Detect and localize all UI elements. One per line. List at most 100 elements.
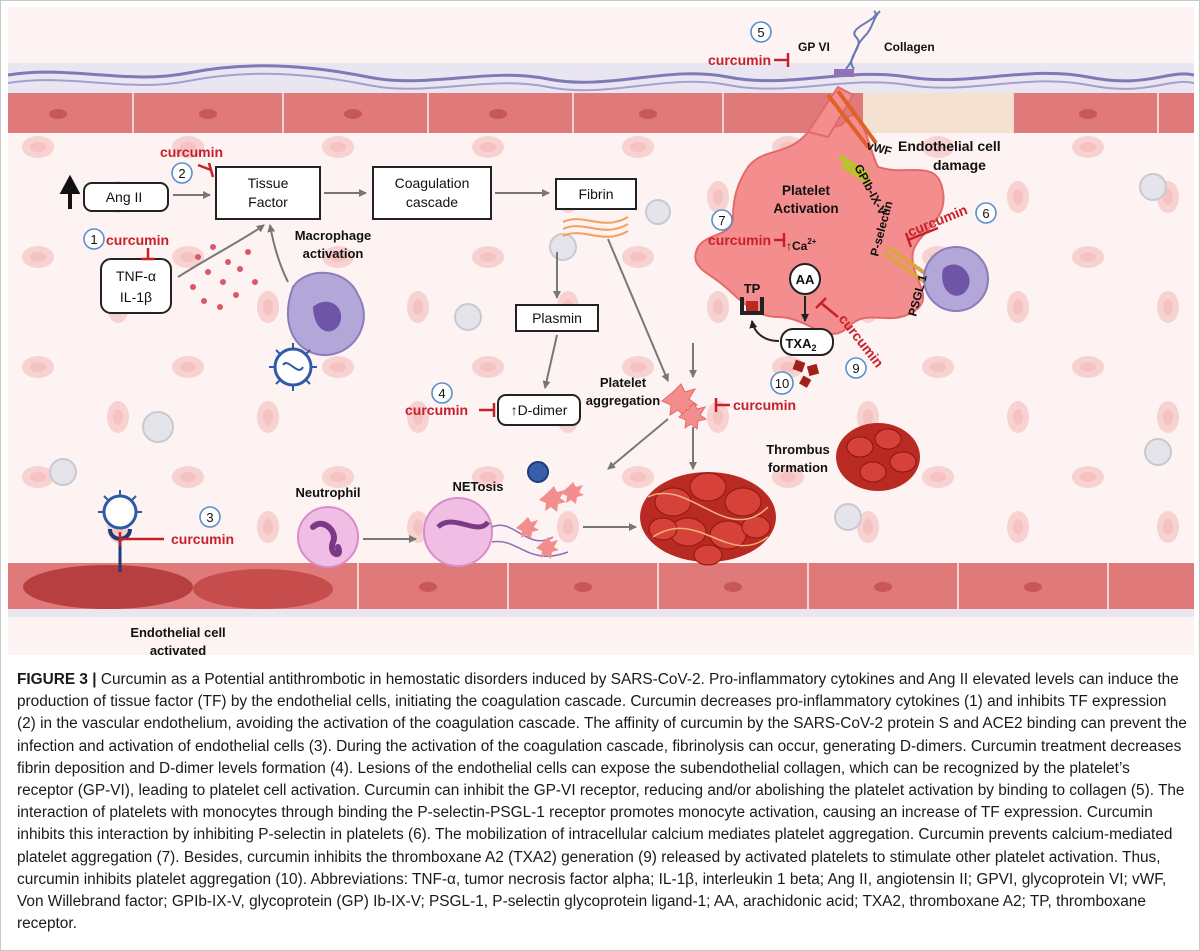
up-arrow-icon: [59, 174, 81, 209]
il1b-label: IL-1β: [120, 289, 152, 305]
platelet-aggregation-label-1: Platelet: [600, 375, 647, 390]
step-7: 7: [711, 209, 733, 231]
tissue-factor-label-1: Tissue: [248, 175, 289, 191]
ang-ii-box: Ang II: [59, 174, 169, 212]
sars-cov-2-virus-icon: [98, 490, 142, 530]
subendothelial-layer-bottom: [8, 609, 1194, 617]
platelet-activation-label-2: Activation: [773, 201, 838, 216]
plasmin-box: Plasmin: [515, 304, 599, 332]
txa2-molecules: [792, 359, 820, 388]
aa-node: AA: [789, 263, 821, 295]
vwf-receptor: [826, 89, 878, 149]
thrombus-label-1: Thrombus: [766, 442, 830, 457]
net-platelets: [516, 482, 584, 559]
endo-activated-label-2: activated: [150, 643, 206, 655]
endo-damage-label-1: Endothelial cell: [898, 138, 1001, 154]
endo-damage-label-2: damage: [933, 157, 986, 173]
d-dimer-box: ↑D-dimer: [497, 394, 581, 426]
cytokine-box: TNF-α IL-1β: [100, 258, 172, 314]
step-3-number: 3: [206, 510, 213, 525]
thrombus-label-2: formation: [768, 460, 828, 475]
fibrin-label: Fibrin: [578, 186, 613, 202]
step-1-number: 1: [90, 232, 97, 247]
tissue-factor-label-2: Factor: [248, 194, 288, 210]
virus-icon: [269, 343, 317, 391]
svg-text:TXA2: TXA2: [785, 336, 816, 353]
fibrin-strands: [562, 216, 629, 238]
macrophage-label-1: Macrophage: [295, 228, 372, 243]
tnf-label: TNF-α: [116, 268, 156, 284]
step-5-number: 5: [757, 25, 764, 40]
calcium-superscript: 2+: [807, 237, 816, 246]
coagulation-label-2: cascade: [406, 194, 458, 210]
curcumin-label-10: curcumin: [733, 397, 796, 413]
endo-activated-label-1: Endothelial cell: [130, 625, 225, 640]
macrophage-label-2: activation: [303, 246, 364, 261]
step-10-number: 10: [775, 376, 789, 391]
gpib-ix-v-receptor: [838, 154, 872, 186]
platelet-activation-label-1: Platelet: [782, 183, 831, 198]
gp-vi-receptor: [834, 69, 854, 77]
step-10: 10: [770, 371, 794, 395]
curcumin-label-2: curcumin: [160, 144, 223, 160]
gp-vi-label: GP VI: [798, 40, 830, 54]
thrombus-small: [836, 423, 920, 491]
plasmin-label: Plasmin: [532, 310, 582, 326]
step-9-number: 9: [852, 361, 859, 376]
tp-receptor: [740, 297, 764, 315]
step-1: 1: [83, 228, 105, 250]
coagulation-cascade-box: Coagulation cascade: [372, 166, 492, 220]
txa2-subscript: 2: [811, 343, 816, 353]
endothelium-bottom: [8, 563, 1194, 609]
tp-label: TP: [744, 281, 761, 296]
neutrophil-label: Neutrophil: [296, 485, 361, 500]
step-numbers: 1 2 3 4 5 6 7 9 10: [83, 21, 997, 528]
step-3: 3: [199, 506, 221, 528]
d-dimer-label: ↑D-dimer: [511, 402, 568, 418]
aa-label: AA: [796, 272, 815, 287]
step-4-number: 4: [438, 386, 445, 401]
txa2-node: TXA2: [780, 328, 834, 356]
monocyte: [923, 246, 989, 312]
collagen-fibers-2: [8, 72, 1194, 92]
figure-caption-text: Curcumin as a Potential antithrombotic i…: [17, 671, 1187, 933]
platelet-aggregation-label-2: aggregation: [586, 393, 660, 408]
step-4: 4: [431, 382, 453, 404]
netosis-cell: [423, 497, 569, 567]
diagram: Tissue Factor Coagulation cascade Fibrin…: [8, 7, 1194, 655]
step-9: 9: [845, 357, 867, 379]
coagulation-label-1: Coagulation: [395, 175, 470, 191]
macrophage: [287, 271, 365, 357]
step-2: 2: [171, 162, 193, 184]
net-virus-icon: [527, 461, 549, 483]
inhibition-lines: [118, 53, 939, 546]
curcumin-label-3: curcumin: [171, 531, 234, 547]
collagen-helix-icon: [845, 10, 881, 70]
cytokine-dots: [190, 244, 258, 310]
flow-arrows: [173, 189, 697, 543]
svg-text:↑Ca2+: ↑Ca2+: [786, 237, 817, 253]
step-6-number: 6: [982, 206, 989, 221]
curcumin-label-5: curcumin: [708, 52, 771, 68]
collagen-label: Collagen: [884, 40, 935, 54]
vwf-label: vWF: [865, 138, 893, 158]
curcumin-label-1: curcumin: [106, 232, 169, 248]
step-7-number: 7: [718, 213, 725, 228]
calcium-label: ↑Ca: [786, 239, 808, 253]
curcumin-label-4: curcumin: [405, 402, 468, 418]
signal-arrows: [749, 296, 809, 342]
figure-caption: FIGURE 3 | Curcumin as a Potential antit…: [17, 669, 1187, 935]
step-6: 6: [975, 202, 997, 224]
txa2-label: TXA: [785, 336, 812, 351]
endothelium-top: [8, 93, 1194, 133]
ang-ii-label: Ang II: [106, 189, 143, 205]
tissue-factor-box: Tissue Factor: [215, 166, 321, 220]
step-2-number: 2: [178, 166, 185, 181]
step-5: 5: [750, 21, 772, 43]
neutrophil: [297, 506, 359, 568]
netosis-label: NETosis: [452, 479, 503, 494]
figure-label: FIGURE 3 |: [17, 671, 97, 688]
platelet-aggregate-small: [661, 383, 708, 430]
curcumin-label-7: curcumin: [708, 232, 771, 248]
